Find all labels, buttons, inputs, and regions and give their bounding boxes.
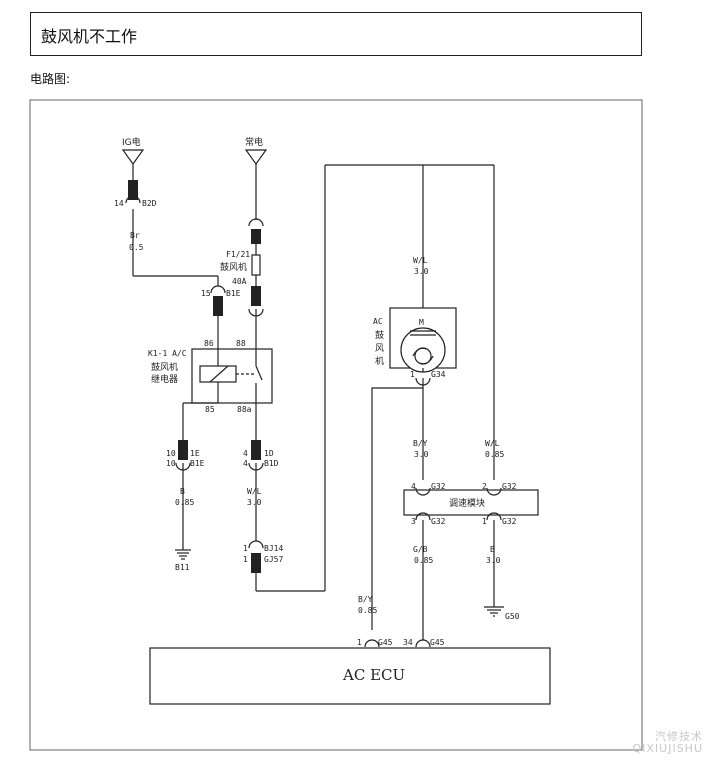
label-bj14: BJ14 — [264, 544, 283, 553]
page-title: 鼓风机不工作 — [41, 27, 138, 46]
power-ig-symbol — [121, 149, 145, 166]
section-label: 电路图: — [30, 72, 71, 86]
label-motor-ac: AC — [373, 317, 383, 326]
label-g34: G34 — [431, 370, 446, 379]
label-mod-conn-bl: G32 — [431, 517, 446, 526]
fuse-f1-21 — [251, 254, 261, 276]
label-mod-conn-tl: G32 — [431, 482, 446, 491]
ac-ecu-box — [149, 647, 551, 705]
label-fuse-name: 鼓风机 — [220, 261, 247, 273]
label-relay-pin88: 88 — [236, 339, 246, 348]
label-motor-cn1: 鼓 — [375, 329, 384, 341]
label-relay-name2: 继电器 — [151, 373, 178, 385]
label-motor-cn2: 风 — [375, 343, 384, 354]
label-1d-pin-a: 4 — [243, 449, 248, 458]
connector-b1e-top-block — [213, 296, 223, 316]
label-relay-pin88a: 88a — [237, 405, 252, 414]
label-gj57-pin: 1 — [243, 555, 248, 564]
connector-fuse-bottom-block — [251, 286, 261, 306]
label-relay-id: K1-1 A/C — [148, 349, 187, 358]
connector-ecu-g45-a — [364, 639, 380, 648]
label-mod-conn-tr: G32 — [502, 482, 517, 491]
label-1e-a: 1E — [190, 449, 200, 458]
label-b2d: B2D — [142, 199, 157, 208]
label-mod-pin-tl: 4 — [411, 482, 416, 491]
label-ecu-name: AC ECU — [342, 666, 405, 684]
label-wire-gb-size: 0.85 — [414, 556, 433, 565]
label-fuse-rating: 40A — [232, 277, 247, 286]
label-b1e-top: B1E — [226, 289, 241, 298]
label-module-name: 调速模块 — [449, 497, 485, 509]
label-wire-wl3: W/L — [485, 439, 500, 448]
label-gj57: GJ57 — [264, 555, 283, 564]
label-wire-wl3-size: 0.85 — [485, 450, 504, 459]
label-wire-by1-size: 3.0 — [414, 450, 429, 459]
connector-fuse-top-block — [251, 229, 261, 244]
label-ecu-conn-a: G45 — [378, 638, 393, 647]
label-ground-b11: B11 — [175, 563, 190, 572]
label-ecu-conn-b: G45 — [430, 638, 445, 647]
label-relay-pin85: 85 — [205, 405, 215, 414]
label-b2d-pin: 14 — [114, 199, 124, 208]
label-wire-b1: B — [180, 487, 185, 496]
label-mod-pin-bl: 3 — [411, 517, 416, 526]
label-mod-pin-br: 1 — [482, 517, 487, 526]
label-b1d-b: B1D — [264, 459, 279, 468]
connector-bj14 — [248, 540, 264, 549]
label-bj14-pin: 1 — [243, 544, 248, 553]
connector-b1d-block — [251, 440, 261, 460]
label-relay-name1: 鼓风机 — [151, 361, 178, 373]
label-ground-g50: G50 — [505, 612, 520, 621]
diagram-frame — [29, 99, 643, 751]
label-wire-b1-size: 0.85 — [175, 498, 194, 507]
label-wire-wl1-size: 3.0 — [247, 498, 262, 507]
label-b1d-pin-b: 4 — [243, 459, 248, 468]
connector-gj57-block — [251, 553, 261, 573]
label-ecu-pin-a: 1 — [357, 638, 362, 647]
label-g34-pin: 1 — [410, 370, 415, 379]
label-wire-wl2-size: 3.0 — [414, 267, 429, 276]
watermark-line2: QIXIUJISHU — [632, 742, 703, 755]
label-wire-gb: G/B — [413, 545, 428, 554]
label-b1e-top-pin: 15 — [201, 289, 211, 298]
label-wire-by1: B/Y — [413, 439, 428, 448]
watermark-line1: 汽修技术 — [655, 730, 703, 743]
label-wire-wl2: W/L — [413, 256, 428, 265]
label-wire-br: Br — [130, 231, 140, 240]
label-b1e-b: B1E — [190, 459, 205, 468]
label-wire-wl1: W/L — [247, 487, 262, 496]
relay-coil — [199, 365, 237, 383]
power-batt-symbol — [244, 149, 268, 166]
label-1d-a: 1D — [264, 449, 274, 458]
label-wire-by2-size: 0.85 — [358, 606, 377, 615]
label-mod-conn-br: G32 — [502, 517, 517, 526]
label-relay-pin86: 86 — [204, 339, 214, 348]
connector-ecu-g45-b — [415, 639, 431, 648]
label-power-batt: 常电 — [245, 136, 263, 148]
label-wire-b2-size: 3.0 — [486, 556, 501, 565]
title-box: 鼓风机不工作 — [30, 12, 642, 56]
label-motor-cn3: 机 — [375, 355, 384, 367]
watermark: 汽修技术 QIXIUJISHU — [632, 731, 703, 755]
label-mod-pin-tr: 2 — [482, 482, 487, 491]
connector-b1e-bottom-block — [178, 440, 188, 460]
label-wire-b2: B — [490, 545, 495, 554]
connector-fuse-top — [248, 218, 264, 227]
label-fuse-id: F1/21 — [226, 250, 250, 259]
label-1e-pin-a: 10 — [166, 449, 176, 458]
label-wire-by2: B/Y — [358, 595, 373, 604]
label-wire-br-size: 0.5 — [129, 243, 144, 252]
label-b1e-pin-b: 10 — [166, 459, 176, 468]
label-power-ig: IG电 — [122, 136, 141, 148]
connector-b2d-block — [128, 180, 138, 200]
label-ecu-pin-b: 34 — [403, 638, 413, 647]
label-motor-letter: M — [419, 318, 424, 327]
connector-b1e-top — [210, 285, 226, 294]
